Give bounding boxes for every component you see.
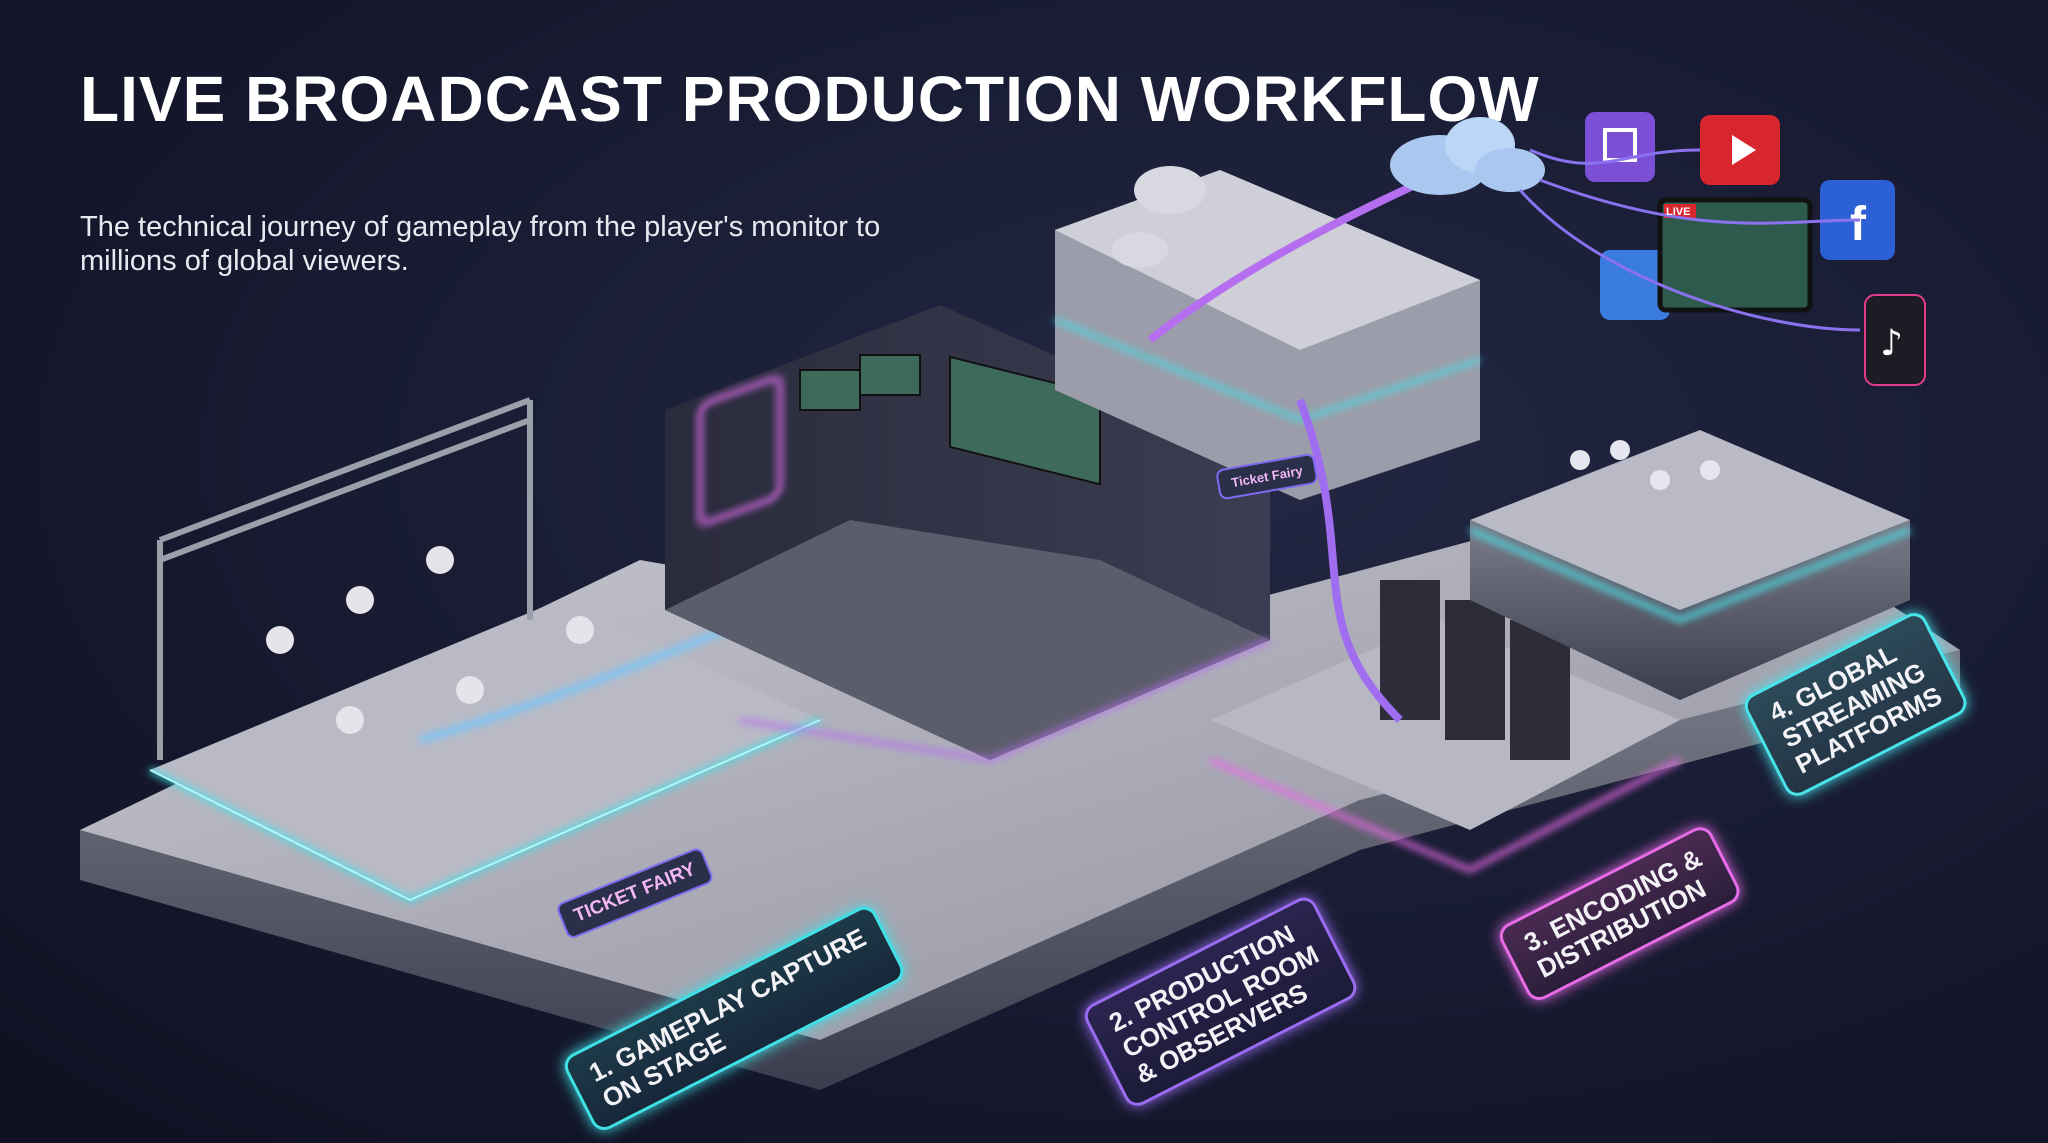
camera-truss	[157, 397, 533, 760]
twitch-icon	[1585, 112, 1655, 182]
live-badge: LIVE	[1666, 206, 1690, 218]
svg-text:♪: ♪	[1880, 323, 1903, 364]
viewer-figures	[1570, 440, 1720, 490]
server-racks	[1380, 580, 1570, 760]
platform-icons: f ♪	[1518, 112, 1926, 386]
generic-stream-icon	[1600, 250, 1670, 320]
stage-production-control	[665, 305, 1271, 763]
page-subtitle: The technical journey of gameplay from t…	[80, 211, 881, 277]
svg-text:f: f	[1850, 198, 1867, 251]
neon-logo	[697, 376, 783, 525]
cloud-icon	[1390, 117, 1545, 195]
page-title: LIVE BROADCAST PRODUCTION WORKFLOW	[80, 63, 1540, 135]
stage-gameplay-capture	[148, 397, 902, 903]
tiktok-icon: ♪	[1864, 294, 1926, 386]
youtube-icon	[1700, 115, 1780, 185]
stage-encoding-distribution	[1054, 156, 1682, 873]
player-figures	[266, 546, 594, 734]
satellite-dish-icon	[1112, 166, 1206, 268]
stage-global-streaming	[1469, 430, 1911, 700]
